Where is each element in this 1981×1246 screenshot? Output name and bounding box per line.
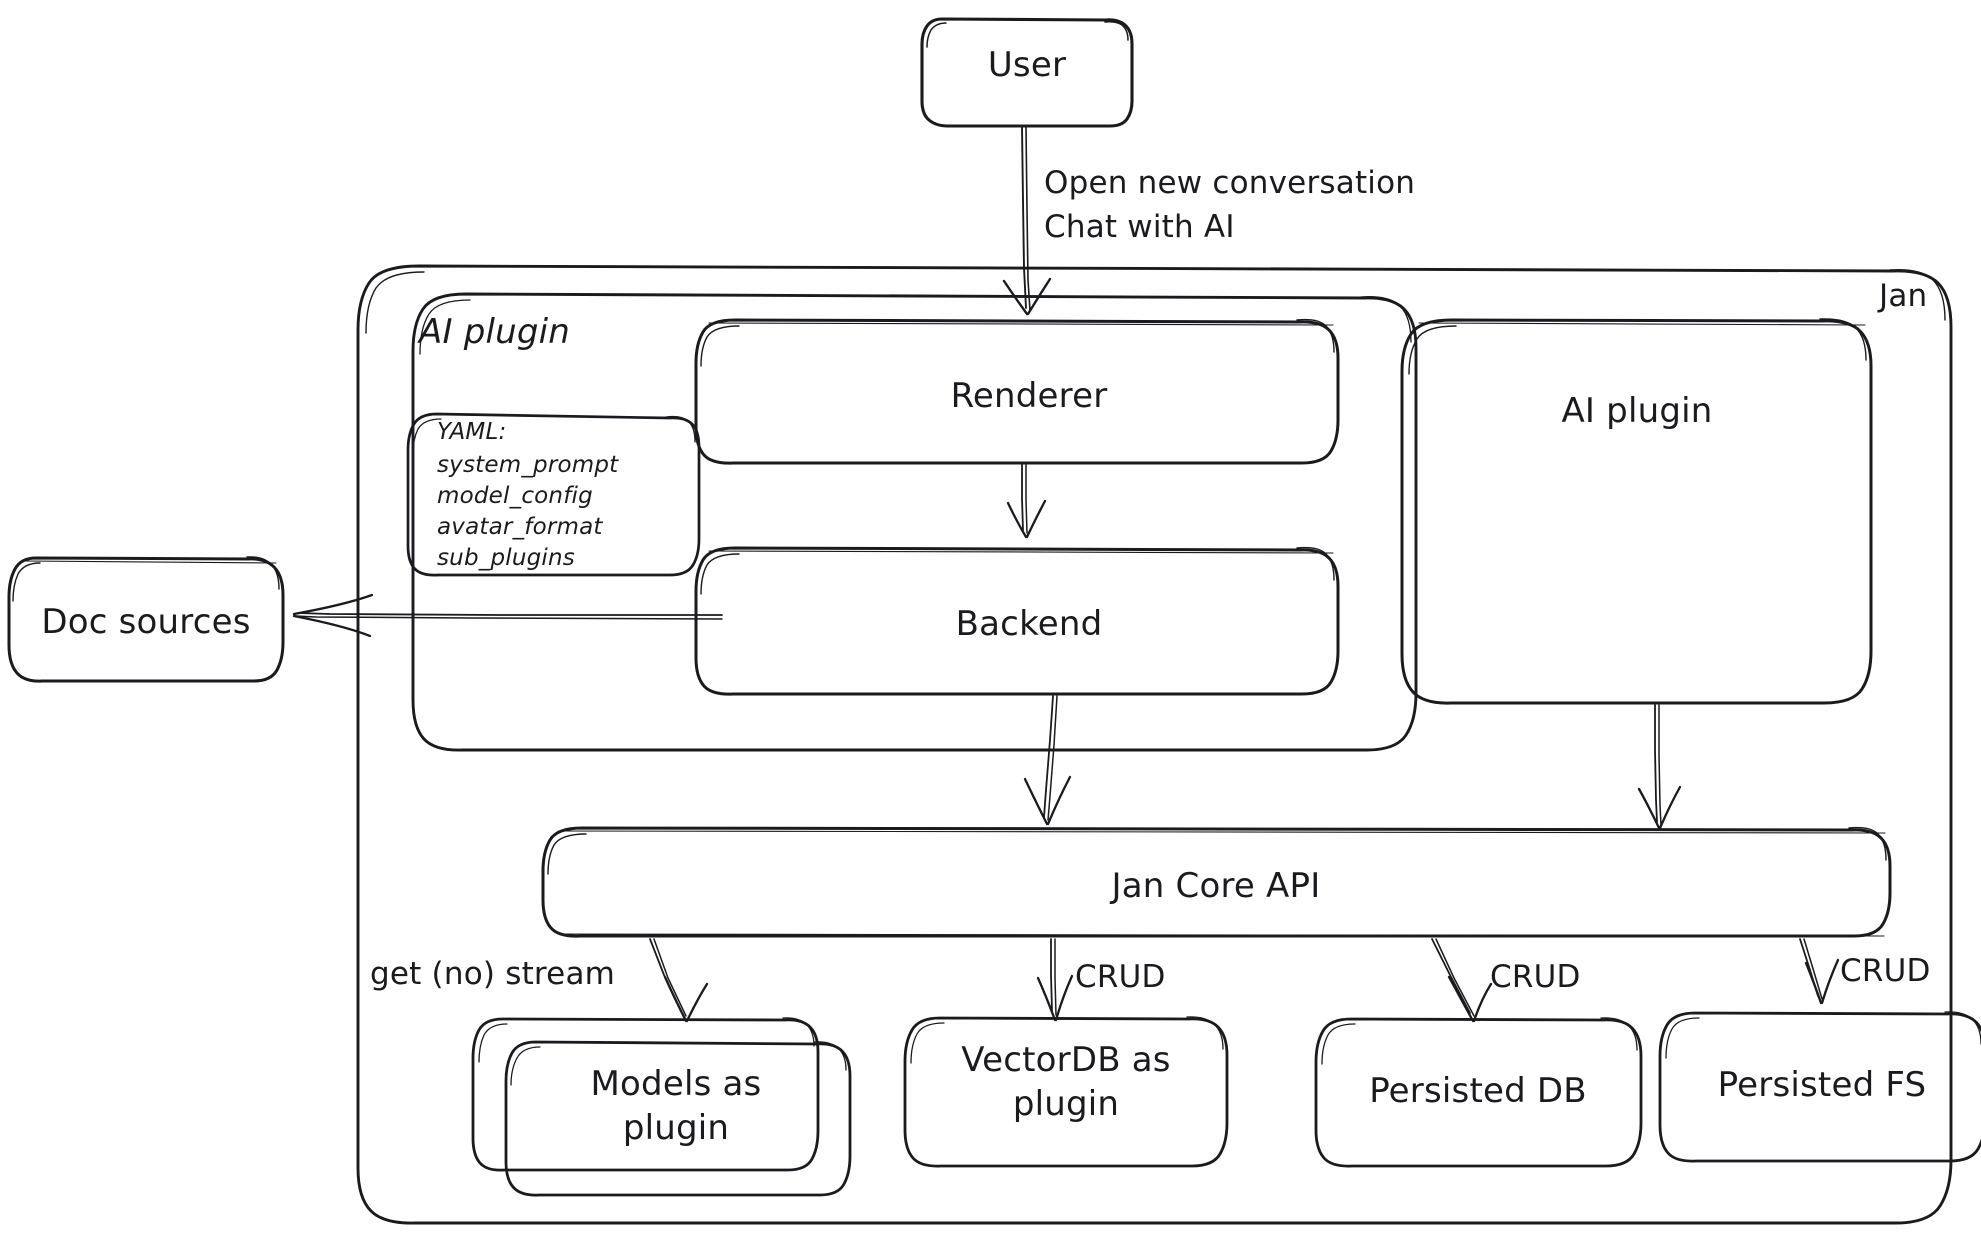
renderer-label: Renderer (950, 376, 1108, 416)
ai-plugin-group-stroke (411, 292, 1418, 752)
models-as-plugin-label: Models as plugin (590, 1064, 762, 1148)
ai-plugin-box-stroke (1400, 318, 1873, 705)
user-box-stroke (920, 17, 1134, 128)
core-api-to-vectordb-arrow (1036, 938, 1074, 1022)
user-label: User (987, 45, 1067, 85)
core-api-to-persisted-fs-arrow (1799, 938, 1840, 1005)
persisted-db-label: Persisted DB (1369, 1071, 1587, 1111)
ai-plugin-group-label: AI plugin (419, 312, 571, 352)
crud-persisted-db-edge-label: CRUD (1490, 959, 1581, 995)
vectordb-as-plugin-label: VectorDB as plugin (961, 1040, 1171, 1124)
jan-container-stroke (356, 264, 1953, 1225)
models-as-plugin-back-box-stroke (471, 1017, 820, 1172)
renderer-to-backend-arrow (1006, 463, 1047, 539)
yaml-note-line-2: model_config (437, 483, 593, 509)
backend-to-doc-sources-arrow (292, 593, 723, 638)
yaml-note-line-3: avatar_format (437, 514, 603, 540)
backend-box-stroke (694, 546, 1340, 696)
models-as-plugin-front-box-stroke (504, 1040, 852, 1197)
persisted-fs-box-stroke (1658, 1011, 1981, 1163)
ai-plugin-box-label: AI plugin (1561, 391, 1713, 431)
persisted-fs-label: Persisted FS (1717, 1065, 1927, 1105)
yaml-note-line-4: sub_plugins (437, 545, 575, 571)
renderer-box-stroke (694, 318, 1340, 465)
core-api-to-persisted-db-arrow (1431, 938, 1493, 1023)
jan-core-api-box-stroke (541, 826, 1892, 938)
get-no-stream-edge-label: get (no) stream (370, 956, 616, 992)
persisted-db-box-stroke (1314, 1017, 1643, 1168)
backend-to-core-api-arrow (1023, 695, 1072, 826)
crud-persisted-fs-edge-label: CRUD (1840, 953, 1931, 989)
user-to-renderer-edge-label-line2: Chat with AI (1044, 209, 1235, 245)
doc-sources-box-stroke (7, 556, 285, 683)
crud-vectordb-edge-label: CRUD (1075, 959, 1166, 995)
backend-label: Backend (955, 604, 1103, 644)
yaml-note-line-0: YAML: (437, 419, 507, 445)
yaml-note-line-1: system_prompt (437, 452, 619, 478)
jan-container-label: Jan (1879, 278, 1928, 314)
ai-plugin-to-core-api-arrow (1637, 704, 1682, 830)
user-to-renderer-edge-label-line1: Open new conversation (1044, 165, 1416, 201)
vectordb-box-stroke (903, 1016, 1229, 1168)
jan-core-api-label: Jan Core API (1111, 866, 1321, 906)
doc-sources-label: Doc sources (41, 602, 251, 642)
core-api-to-models-arrow (649, 938, 709, 1023)
